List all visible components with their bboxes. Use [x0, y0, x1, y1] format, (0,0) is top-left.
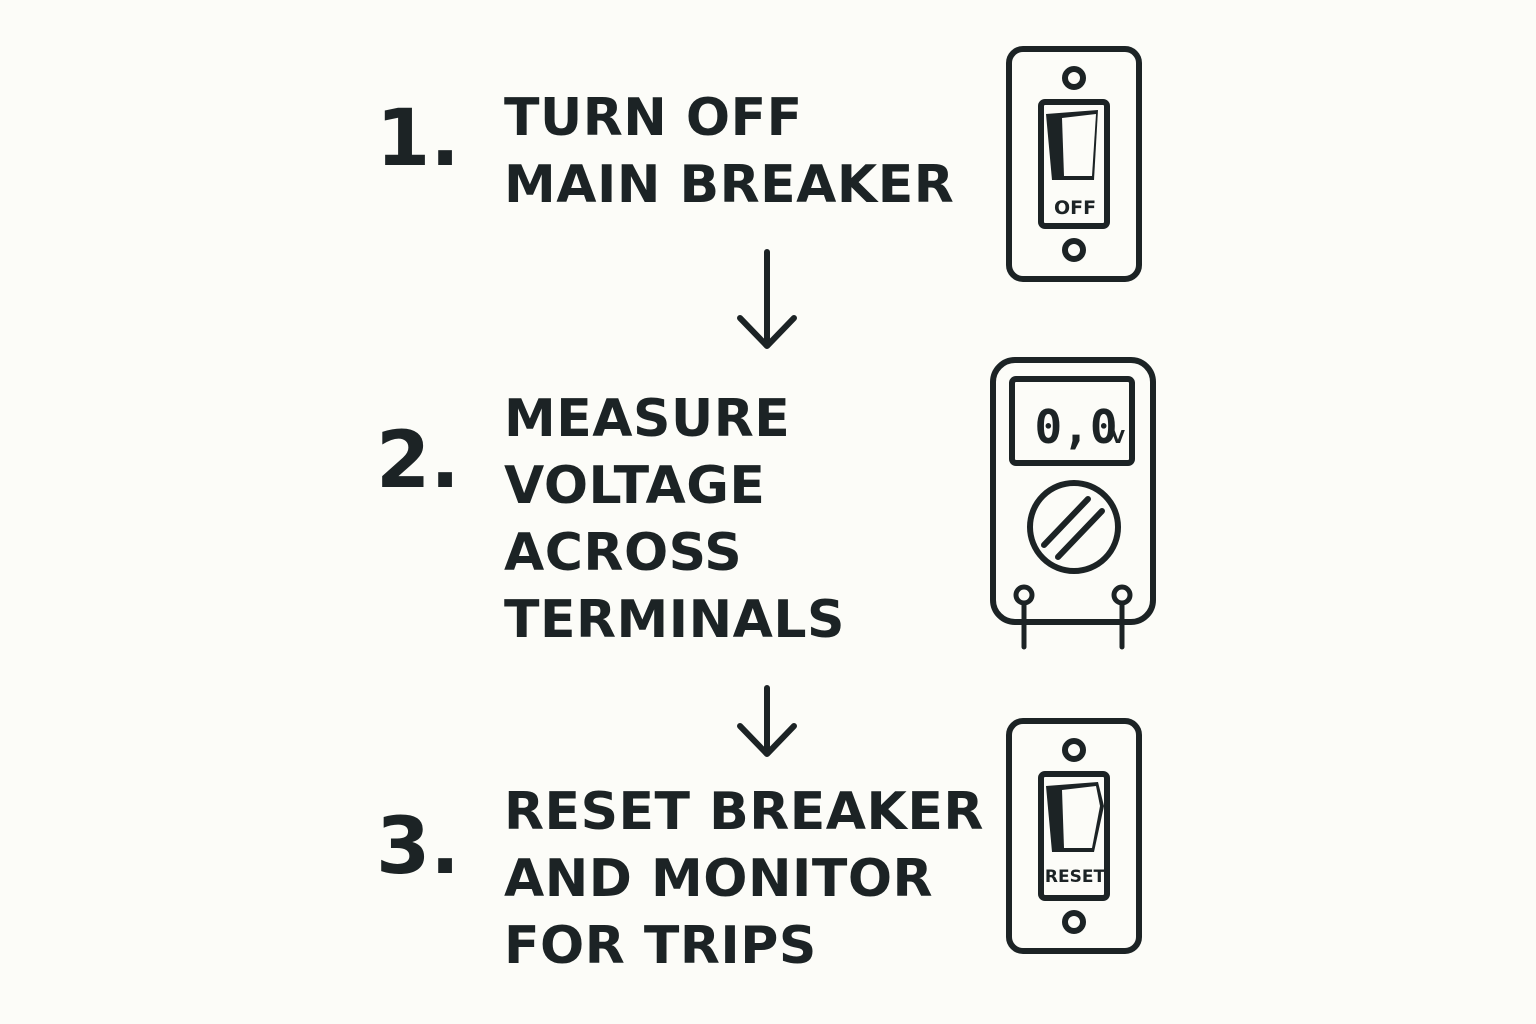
- reset-label: RESET: [1045, 867, 1106, 887]
- step-2-line-4: TERMINALS: [504, 590, 845, 650]
- step-3-text: RESET BREAKER AND MONITOR FOR TRIPS: [504, 779, 984, 980]
- breaker-switch-off-icon: OFF: [1006, 46, 1142, 282]
- off-label: OFF: [1054, 197, 1096, 219]
- breaker-switch-reset-icon: RESET: [1006, 718, 1142, 954]
- step-3-line-1: RESET BREAKER: [504, 782, 984, 842]
- voltage-reading: 0,0: [1034, 400, 1117, 454]
- step-2-line-3: ACROSS: [504, 523, 743, 583]
- step-2-line-1: MEASURE: [504, 389, 791, 449]
- arrow-down-icon: [737, 249, 797, 349]
- step-3-number: 3.: [376, 802, 460, 892]
- step-2-text: MEASURE VOLTAGE ACROSS TERMINALS: [504, 386, 845, 654]
- step-1-line-2: MAIN BREAKER: [504, 155, 955, 215]
- step-1-line-1: TURN OFF: [504, 88, 803, 148]
- step-3-line-3: FOR TRIPS: [504, 916, 817, 976]
- step-2-line-2: VOLTAGE: [504, 456, 766, 516]
- step-1-number: 1.: [376, 94, 460, 184]
- step-3-line-2: AND MONITOR: [504, 849, 934, 909]
- arrow-down-icon: [737, 685, 797, 757]
- step-2-number: 2.: [376, 416, 460, 506]
- voltage-unit: V: [1111, 427, 1125, 448]
- multimeter-icon: 0,0 V: [990, 357, 1156, 650]
- step-1-text: TURN OFF MAIN BREAKER: [504, 85, 954, 219]
